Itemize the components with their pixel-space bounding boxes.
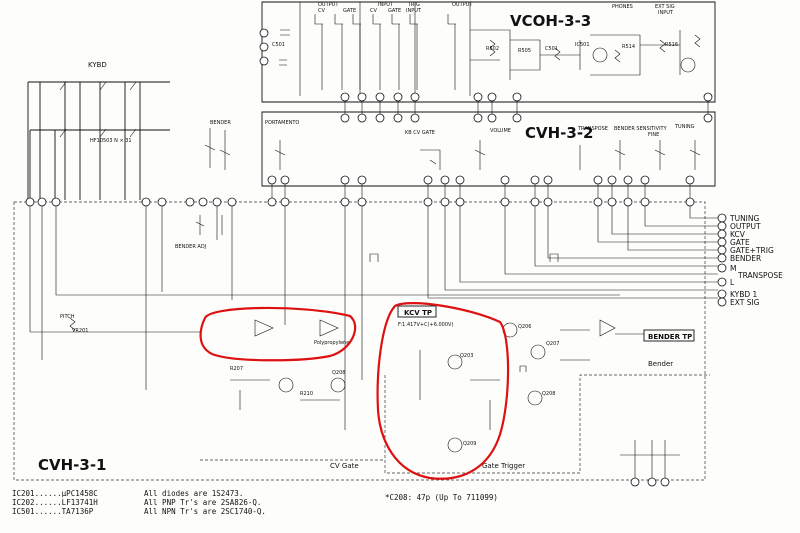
polypropylene-label: Polypropylene: [314, 340, 349, 346]
output-extsig: EXT SIG: [730, 298, 760, 307]
output-kcv: KCV: [730, 230, 746, 239]
circuit-details: R207 R210 Q208 Q203 Q206 Q207 Q208 Q209 …: [69, 253, 616, 453]
diode-note: All diodes are 1S2473.: [144, 489, 244, 498]
board-title-vcoh: VCOH-3-3: [510, 12, 591, 30]
output-pins: [717, 213, 727, 307]
bender-tp-label: BENDER TP: [648, 333, 692, 341]
jack-label-gate: GATE: [343, 8, 356, 14]
kcv-tp-label: KCV TP: [404, 309, 432, 317]
component-notes: All diodes are 1S2473. All PNP Tr's are …: [144, 489, 266, 516]
svg-text:R514: R514: [622, 44, 635, 50]
jack-label-extsig: EXT SIG: [655, 4, 675, 10]
jack-label-cv: CV: [318, 8, 325, 14]
gate-trigger-label: Gate Trigger: [482, 462, 525, 470]
svg-text:C501: C501: [545, 46, 558, 52]
output-m: M: [730, 264, 736, 273]
svg-text:C501: C501: [272, 42, 285, 48]
svg-text:R516: R516: [665, 42, 678, 48]
kybd-label: KYBD: [88, 61, 107, 69]
highlight-kcv-circuit: [376, 302, 510, 480]
jack-label-input2: INPUT: [406, 8, 422, 14]
pnp-note: All PNP Tr's are 2SA826-Q.: [144, 498, 262, 507]
jack-label-output: OUTPUT: [318, 2, 339, 8]
output-bender: BENDER: [730, 254, 761, 263]
svg-text:HF10503 N × 31: HF10503 N × 31: [90, 138, 132, 144]
c208-footnote: *C208: 47p (Up To 711099): [385, 493, 498, 502]
jack-label-input: INPUT: [378, 2, 394, 8]
cvh1-board: CVH-3-1 BENDER PITCH BENDER ADJ: [13, 120, 718, 487]
svg-text:R502: R502: [486, 46, 499, 52]
svg-text:Q208: Q208: [332, 370, 345, 376]
red-highlights: [199, 302, 510, 480]
svg-text:R505: R505: [518, 48, 531, 54]
output-gate: GATE: [730, 238, 750, 247]
svg-text:R210: R210: [300, 391, 313, 397]
kbcv-gate-label: KB CV GATE: [405, 130, 435, 136]
svg-text:R207: R207: [230, 366, 243, 372]
svg-text:Q207: Q207: [546, 341, 559, 347]
ic-note-2: IC202......LF13741H: [12, 498, 98, 507]
svg-text:Q209: Q209: [463, 441, 476, 447]
vco-components: R502 R505 C501 IC501 R514 R516 C501: [272, 29, 701, 80]
top-jack-labels: OUTPUT CV GATE INPUT CV GATE TRIG INPUT …: [318, 2, 675, 16]
npn-note: All NPN Tr's are 2SC1740-Q.: [144, 507, 266, 516]
bender-tp-box: [643, 329, 695, 342]
output-transpose: TRANSPOSE: [737, 271, 783, 280]
fine-label: FINE: [648, 132, 659, 138]
highlight-cv-gate-circuit: [199, 306, 357, 362]
kcv-formula: F:1.417V+C(+6.000V): [398, 322, 453, 328]
svg-text:IC501: IC501: [575, 42, 590, 48]
output-gate-trig: GATE+TRIG: [730, 246, 774, 255]
jack-label-input3: INPUT: [658, 10, 674, 16]
jack-label-output2: OUTPUT: [452, 2, 473, 8]
svg-text:Q203: Q203: [460, 353, 473, 359]
pitch-label: PITCH: [60, 314, 75, 320]
svg-text:VR201: VR201: [72, 328, 88, 334]
output-output: OUTPUT: [730, 222, 761, 231]
bender-label: BENDER: [210, 120, 231, 126]
ic-note-1: IC201......µPC1458C: [12, 489, 98, 498]
bender-sens-label: BENDER SENSITIVITY: [614, 126, 668, 132]
bender-section-label: Bender: [648, 360, 673, 368]
board-title-cvh1: CVH-3-1: [38, 456, 107, 474]
jack-symbols: [314, 14, 456, 90]
output-l: L: [730, 278, 735, 287]
vcoh-board: OUTPUT CV GATE INPUT CV GATE TRIG INPUT …: [259, 1, 716, 103]
bottom-pins: [630, 477, 670, 487]
jack-label-cv2: CV: [370, 8, 377, 14]
jack-label-gate2: GATE: [388, 8, 401, 14]
output-tuning: TUNING: [729, 214, 760, 223]
bender-adj-label: BENDER ADJ: [175, 244, 206, 250]
output-connector: TUNING OUTPUT KCV GATE GATE+TRIG BENDER …: [717, 213, 783, 307]
keyboard-section: KYBD HF10503 N × 31: [27, 61, 170, 200]
jack-label-phones: PHONES: [612, 4, 633, 10]
transpose-label: TRANSPOSE: [577, 126, 608, 132]
vcoh-pins: [259, 28, 713, 102]
cvh2-pins: [267, 113, 713, 185]
kcv-tp-box: [397, 305, 437, 318]
board-title-cvh2: CVH-3-2: [525, 124, 594, 142]
tuning-label: TUNING: [674, 124, 695, 130]
cv-gate-label: CV Gate: [330, 462, 359, 470]
jack-label-trig: TRIG: [407, 2, 420, 8]
volume-label: VOLUME: [490, 128, 511, 134]
svg-text:Q206: Q206: [518, 324, 531, 330]
cvh2-board: CVH-3-2 PORTAMENTO VOLUME TRANSPOSE BEND…: [261, 101, 716, 187]
svg-text:Q208: Q208: [542, 391, 555, 397]
output-kybd1: KYBD 1: [730, 290, 758, 299]
portamento-label: PORTAMENTO: [265, 120, 299, 126]
ic-note-3: IC501......TA7136P: [12, 507, 94, 516]
ic-notes: IC201......µPC1458C IC202......LF13741H …: [12, 489, 98, 516]
